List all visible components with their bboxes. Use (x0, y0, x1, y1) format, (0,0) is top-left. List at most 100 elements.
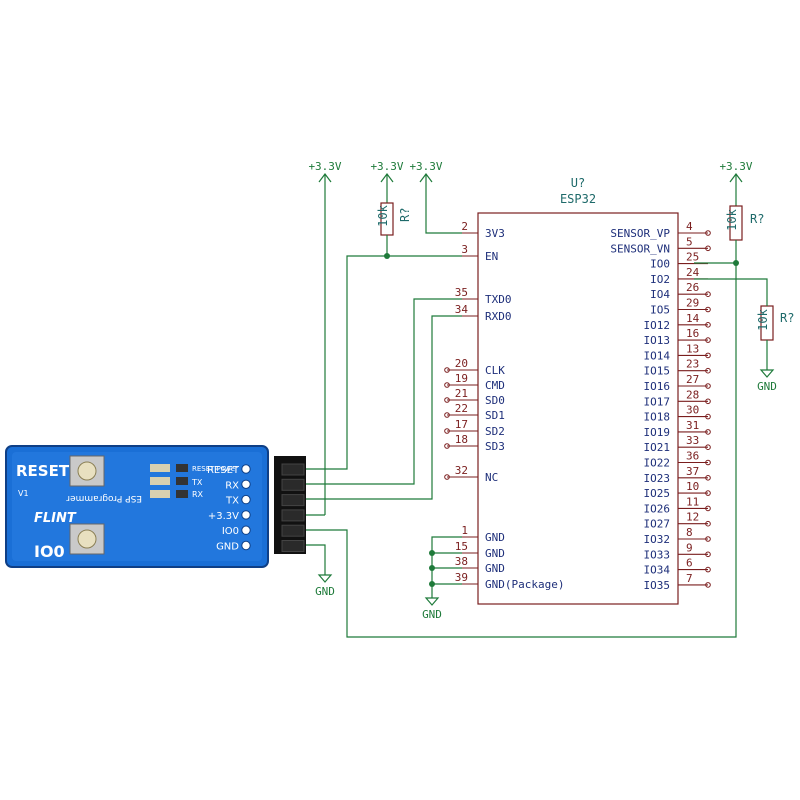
pin-name: SD0 (485, 394, 505, 407)
pin-number: 33 (686, 434, 699, 447)
resistor-r2-ref: R? (750, 212, 764, 226)
chip-ref: U? (571, 176, 585, 190)
pin-name: IO0 (650, 258, 670, 271)
pin-end-icon (444, 443, 450, 449)
pin-name: IO5 (650, 304, 670, 317)
pin-end-icon (444, 367, 450, 373)
pin-end-icon (705, 367, 711, 374)
esp32-right-pins: 4SENSOR_VP5SENSOR_VN25IO024IO226IO429IO5… (610, 220, 711, 592)
wire-reset-en (306, 255, 462, 470)
pin-name: SD3 (485, 440, 505, 453)
pin-end-icon (444, 412, 450, 418)
pin-number: 12 (686, 511, 699, 524)
gnd-icon (317, 574, 333, 583)
pin-number: 20 (455, 357, 468, 370)
pin-name: GND (485, 547, 505, 560)
pin-number: 5 (686, 235, 693, 248)
junction-dot (429, 565, 435, 571)
pin-end-icon (705, 520, 711, 527)
pin-end-icon (705, 413, 711, 420)
pin-number: 3 (461, 243, 468, 256)
pin-number: 30 (686, 404, 699, 417)
pin-name: IO21 (644, 441, 671, 454)
pin-end-icon (705, 444, 711, 451)
board-pin-pad-icon (241, 525, 251, 535)
wire-rxd0-tx (306, 315, 462, 500)
pin-end-icon (705, 536, 711, 542)
pin-end-icon (705, 230, 711, 236)
pin-number: 17 (455, 418, 468, 431)
pin-name: CMD (485, 379, 505, 392)
pin-name: GND (485, 562, 505, 575)
title-silkscreen: ESP Programmer (66, 493, 142, 503)
pin-number: 32 (455, 464, 468, 477)
wire-txd0-rx (306, 298, 462, 485)
resistor-r1-ref: R? (398, 208, 412, 222)
pin-number: 28 (686, 388, 699, 401)
pin-name: GND (485, 531, 505, 544)
pin-name: IO26 (644, 502, 671, 515)
pin-end-icon (705, 398, 711, 405)
junction-dot (384, 253, 390, 259)
pin-number: 19 (455, 372, 468, 385)
pin-number: 39 (455, 571, 468, 584)
pin-name: IO33 (644, 548, 671, 561)
gnd-icon (424, 597, 440, 606)
vcc-label: +3.3V (409, 160, 442, 173)
pin-number: 25 (686, 251, 699, 264)
resistors (380, 202, 774, 341)
junction-dot (429, 581, 435, 587)
resistor-r1-value: 10k (376, 204, 390, 226)
pin-number: 8 (686, 526, 693, 539)
junction-dot (429, 550, 435, 556)
pin-number: 6 (686, 557, 693, 570)
header-pin (281, 494, 305, 507)
pin-name: TXD0 (485, 293, 512, 306)
header-pin (281, 524, 305, 537)
pin-number: 31 (686, 419, 699, 432)
version-silkscreen: V1 (18, 489, 29, 498)
pin-end-icon (444, 382, 450, 388)
vcc-label: +3.3V (370, 160, 403, 173)
led-label-power: RESET Power (192, 465, 238, 473)
junction-dot (733, 260, 739, 266)
pin-number: 7 (686, 572, 693, 585)
resistor-r3-ref: R? (780, 311, 794, 325)
pin-end-icon (705, 490, 711, 496)
board-pin-pad-icon (241, 494, 251, 505)
pin-name: IO16 (644, 380, 671, 393)
pin-name: SENSOR_VP (610, 227, 670, 240)
chip-value: ESP32 (560, 192, 596, 206)
led-label-tx: TX (191, 478, 203, 487)
gnd-icon (759, 369, 775, 378)
pin-number: 36 (686, 450, 699, 463)
pin-name: EN (485, 250, 498, 263)
board-pin-pad-icon (241, 510, 251, 520)
pin-name: IO22 (644, 457, 671, 470)
pin-name: IO17 (644, 395, 671, 408)
pin-end-icon (705, 322, 711, 328)
pin-number: 37 (686, 465, 699, 478)
led-array-icon (150, 464, 188, 498)
wire-gnd (306, 544, 326, 575)
header-pin (281, 463, 305, 476)
pin-number: 22 (455, 402, 468, 415)
pin-number: 2 (461, 220, 468, 233)
pin-number: 13 (686, 342, 699, 355)
